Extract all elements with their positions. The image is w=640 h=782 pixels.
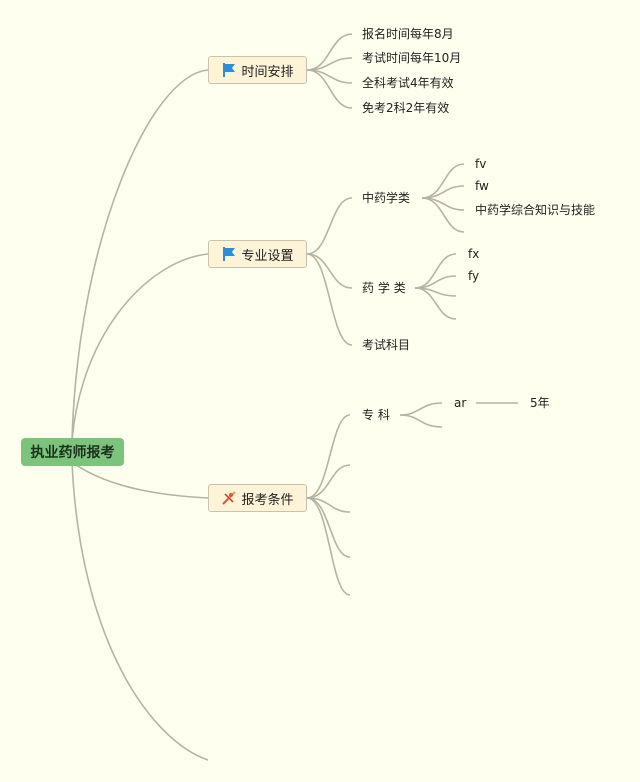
root-node[interactable]: 执业药师报考 bbox=[21, 438, 124, 466]
link-zk-1 bbox=[399, 402, 443, 416]
tools-icon bbox=[222, 491, 237, 505]
blue-flag-icon bbox=[223, 247, 236, 261]
leaf-validity-full[interactable]: 全科考试4年有效 bbox=[362, 76, 454, 90]
link-cond-1 bbox=[306, 414, 351, 499]
branch-major-setting[interactable]: 专业设置 bbox=[208, 240, 307, 268]
branch-requirements[interactable]: 报考条件 bbox=[208, 484, 307, 512]
link-tcm-4 bbox=[421, 197, 465, 233]
leaf-ar[interactable]: ar bbox=[454, 396, 467, 410]
leaf-validity-exempt[interactable]: 免考2科2年有效 bbox=[362, 101, 450, 115]
branch-label: 专业设置 bbox=[241, 248, 294, 264]
blue-flag-icon bbox=[223, 63, 236, 77]
branch-time-schedule[interactable]: 时间安排 bbox=[208, 56, 307, 84]
leaf-pharm-fy[interactable]: fy bbox=[468, 269, 480, 283]
link-root-extra bbox=[71, 461, 209, 761]
node-junior-college[interactable]: 专 科 bbox=[362, 408, 390, 422]
link-major-tcm bbox=[306, 197, 353, 255]
link-time-4 bbox=[306, 69, 353, 109]
link-root-major bbox=[71, 253, 209, 441]
leaf-registration-time[interactable]: 报名时间每年8月 bbox=[362, 27, 454, 41]
link-pharm-4 bbox=[414, 287, 457, 320]
node-exam-subjects[interactable]: 考试科目 bbox=[362, 338, 411, 352]
link-root-conditions bbox=[71, 461, 209, 499]
leaf-tcm-fw[interactable]: fw bbox=[475, 179, 489, 193]
root-label: 执业药师报考 bbox=[30, 445, 115, 461]
link-cond-2 bbox=[306, 464, 351, 499]
leaf-pharm-fx[interactable]: fx bbox=[468, 247, 480, 261]
link-cond-4 bbox=[306, 497, 351, 558]
leaf-tcm-fv[interactable]: fv bbox=[475, 157, 487, 171]
branch-label: 报考条件 bbox=[241, 492, 294, 508]
leaf-years-value[interactable]: 5年 bbox=[530, 396, 550, 410]
leaf-tcm-comprehensive[interactable]: 中药学综合知识与技能 bbox=[475, 203, 596, 217]
link-zk-2 bbox=[399, 414, 443, 428]
link-major-pharm bbox=[306, 253, 353, 289]
node-tcm-category[interactable]: 中药学类 bbox=[362, 191, 411, 205]
branch-label: 时间安排 bbox=[241, 64, 294, 80]
link-cond-5 bbox=[306, 497, 351, 596]
link-major-exam bbox=[306, 253, 353, 346]
leaf-exam-time[interactable]: 考试时间每年10月 bbox=[362, 51, 462, 65]
node-pharmacy-category[interactable]: 药 学 类 bbox=[362, 281, 406, 295]
link-root-time bbox=[71, 69, 209, 441]
